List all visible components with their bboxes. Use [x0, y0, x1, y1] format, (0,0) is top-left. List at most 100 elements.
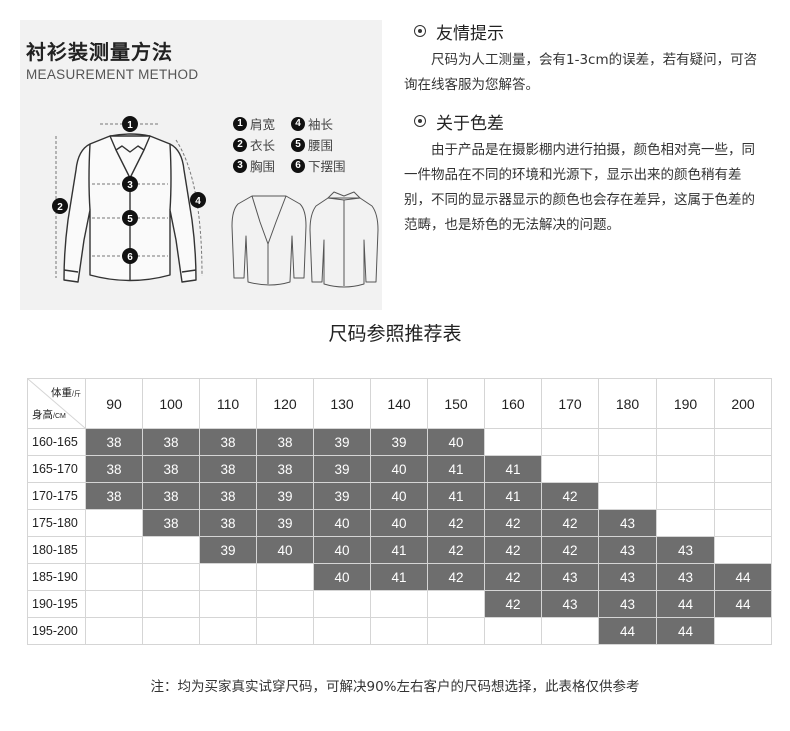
size-cell	[427, 617, 485, 645]
weight-header: 150	[427, 378, 485, 429]
size-cell: 40	[313, 563, 371, 591]
weight-header: 170	[541, 378, 599, 429]
size-cell: 43	[598, 536, 657, 564]
size-cell	[714, 428, 772, 456]
height-axis-label: 身高/CM	[32, 409, 66, 421]
measurement-title: 衬衫装测量方法	[26, 40, 173, 64]
size-cell: 38	[142, 455, 200, 483]
weight-axis-label: 体重/斤	[51, 387, 81, 399]
weight-header: 130	[313, 378, 371, 429]
size-cell: 44	[656, 617, 715, 645]
size-cell: 39	[313, 428, 371, 456]
height-range-label: 180-185	[27, 536, 86, 564]
size-cell: 42	[484, 509, 542, 537]
tip-body-color: 由于产品是在摄影棚内进行拍摄，颜色相对亮一些，同一件物品在不同的环境和光源下，显…	[404, 142, 755, 233]
size-cell: 39	[256, 509, 314, 537]
size-cell	[199, 617, 257, 645]
size-cell: 42	[541, 509, 599, 537]
size-cell	[598, 455, 657, 483]
size-cell	[142, 563, 200, 591]
size-cell: 43	[541, 590, 599, 618]
size-cell: 39	[199, 536, 257, 564]
size-cell: 41	[427, 455, 485, 483]
size-cell	[541, 455, 599, 483]
svg-text:5: 5	[127, 214, 133, 225]
size-cell	[85, 590, 143, 618]
bullet-icon	[414, 25, 426, 37]
size-cell	[541, 428, 599, 456]
weight-header: 120	[256, 378, 314, 429]
size-cell: 38	[85, 455, 143, 483]
size-cell: 42	[427, 563, 485, 591]
size-cell: 44	[714, 590, 772, 618]
size-cell: 40	[256, 536, 314, 564]
size-cell	[313, 590, 371, 618]
weight-header: 140	[370, 378, 428, 429]
size-cell: 43	[598, 563, 657, 591]
size-cell	[85, 617, 143, 645]
size-cell	[313, 617, 371, 645]
size-cell: 40	[370, 482, 428, 510]
measurement-panel: 衬衫装测量方法 MEASUREMENT METHOD	[20, 20, 382, 310]
height-range-label: 170-175	[27, 482, 86, 510]
size-cell: 38	[256, 455, 314, 483]
size-cell	[427, 590, 485, 618]
size-cell	[541, 617, 599, 645]
size-cell: 43	[656, 563, 715, 591]
size-cell	[199, 590, 257, 618]
tip-body-friendly: 尺码为人工测量，会有1-3cm的误差，若有疑问，可咨询在线客服为您解答。	[404, 52, 758, 93]
height-range-label: 185-190	[27, 563, 86, 591]
tips-section: 友情提示 尺码为人工测量，会有1-3cm的误差，若有疑问，可咨询在线客服为您解答…	[404, 18, 759, 238]
size-cell: 43	[656, 536, 715, 564]
size-cell: 39	[256, 482, 314, 510]
size-cell	[714, 482, 772, 510]
size-cell: 43	[598, 509, 657, 537]
tip-heading: 友情提示	[404, 18, 759, 44]
size-cell	[484, 617, 542, 645]
size-cell: 42	[484, 563, 542, 591]
svg-text:3: 3	[127, 180, 133, 191]
size-cell	[370, 590, 428, 618]
size-cell	[656, 428, 715, 456]
size-cell	[85, 563, 143, 591]
size-cell	[85, 536, 143, 564]
size-cell	[714, 617, 772, 645]
size-cell: 38	[142, 509, 200, 537]
size-cell	[656, 509, 715, 537]
height-range-label: 190-195	[27, 590, 86, 618]
height-range-label: 195-200	[27, 617, 86, 645]
size-cell: 42	[541, 536, 599, 564]
size-cell: 42	[484, 590, 542, 618]
height-range-label: 160-165	[27, 428, 86, 456]
weight-header: 100	[142, 378, 200, 429]
weight-header: 90	[85, 378, 143, 429]
size-cell: 43	[598, 590, 657, 618]
size-cell: 38	[142, 428, 200, 456]
size-cell	[142, 590, 200, 618]
table-title: 尺码参照推荐表	[328, 323, 462, 345]
size-cell	[256, 617, 314, 645]
diagonal-divider	[28, 379, 85, 428]
height-range-label: 175-180	[27, 509, 86, 537]
tip-heading: 关于色差	[404, 108, 759, 134]
suit-and-shirt-illustration	[231, 191, 379, 288]
size-cell: 42	[427, 536, 485, 564]
size-cell: 40	[370, 509, 428, 537]
size-cell: 41	[370, 563, 428, 591]
size-cell: 41	[370, 536, 428, 564]
size-cell: 38	[85, 428, 143, 456]
size-cell: 41	[484, 482, 542, 510]
size-cell: 44	[598, 617, 657, 645]
size-cell: 42	[427, 509, 485, 537]
